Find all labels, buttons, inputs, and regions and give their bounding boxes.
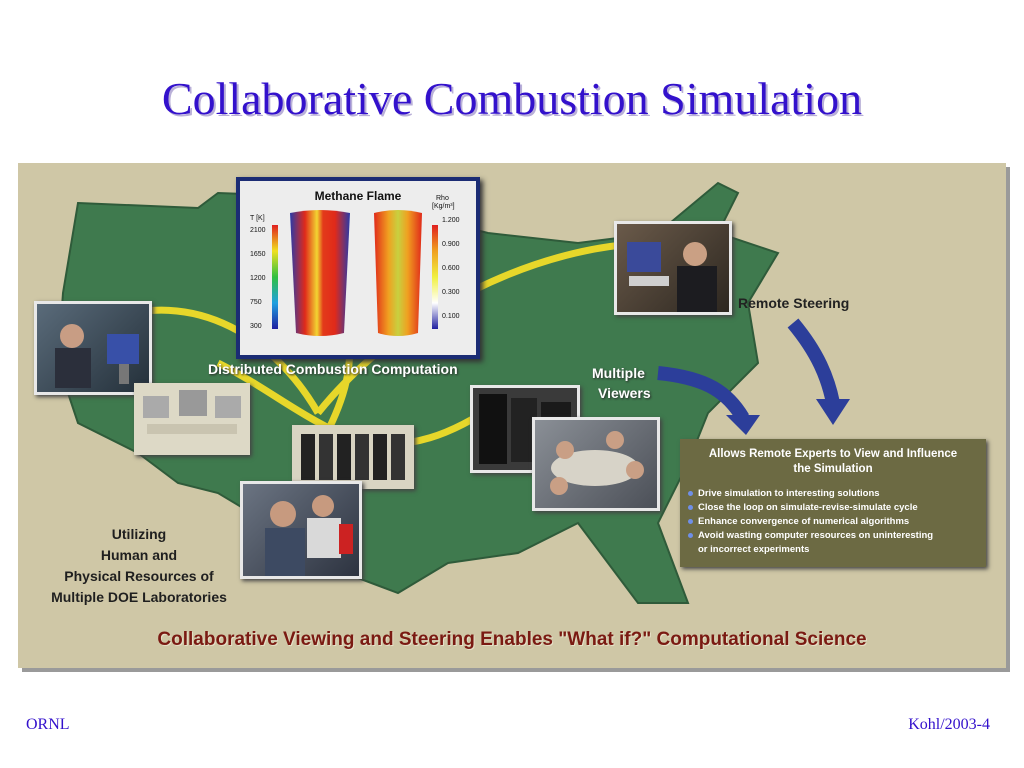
info-bullet-continuation: or incorrect experiments xyxy=(688,543,933,557)
flame-chart-title: Methane Flame xyxy=(314,189,402,203)
utilizing-line: Physical Resources of xyxy=(64,568,214,584)
utilizing-resources-text: Utilizing Human and Physical Resources o… xyxy=(32,524,246,608)
bullet-dot-icon xyxy=(688,533,693,538)
bullet-dot-icon xyxy=(688,491,693,496)
utilizing-line: Human and xyxy=(100,547,178,563)
flame-left-tick: 1200 xyxy=(250,275,266,282)
flame-right-axis-label: Rho xyxy=(436,195,449,202)
info-title-line: Allows Remote Experts to View and Influe… xyxy=(708,448,958,460)
bullet-dot-icon xyxy=(688,519,693,524)
photo-workstations xyxy=(134,383,250,455)
photo-supercomputer-racks xyxy=(292,425,414,489)
footer-left: ORNL xyxy=(26,716,70,733)
flame-left-tick: 1650 xyxy=(250,251,266,258)
flame-density-plot xyxy=(374,210,422,336)
info-bullet: Drive simulation to interesting solution… xyxy=(688,487,933,501)
arrow-multiple-viewers xyxy=(657,366,750,422)
info-bullet-text: Close the loop on simulate-revise-simula… xyxy=(698,502,918,513)
info-box-title: Allows Remote Experts to View and Influe… xyxy=(680,447,986,477)
arrow-head-steering xyxy=(816,399,850,425)
density-colorbar xyxy=(432,225,438,329)
photo-meeting-viewers xyxy=(532,417,660,511)
methane-flame-panel: Methane Flame T [K] 2100 1650 1200 750 3… xyxy=(236,177,480,359)
utilizing-line: Utilizing xyxy=(111,526,167,542)
info-bullet-text: Drive simulation to interesting solution… xyxy=(698,488,880,499)
info-bullet: Enhance convergence of numerical algorit… xyxy=(688,515,933,529)
temperature-colorbar xyxy=(272,225,278,329)
remote-experts-info-box: Allows Remote Experts to View and Influe… xyxy=(680,439,986,567)
info-bullet-text: Enhance convergence of numerical algorit… xyxy=(698,516,910,527)
remote-steering-label: Remote Steering xyxy=(738,295,850,311)
flame-right-tick: 0.100 xyxy=(442,313,460,320)
info-bullet: Close the loop on simulate-revise-simula… xyxy=(688,501,933,515)
distributed-computation-label: Distributed Combustion Computation xyxy=(208,361,458,377)
photo-woman-at-computer xyxy=(34,301,152,395)
info-bullet-text: or incorrect experiments xyxy=(698,544,810,555)
flame-temperature-plot xyxy=(290,210,350,336)
info-bullet-text: Avoid wasting computer resources on unin… xyxy=(698,530,934,541)
footer-right: Kohl/2003-4 xyxy=(908,716,990,733)
slide-title: Collaborative Combustion Simulation xyxy=(161,73,863,124)
info-bullet-list: Drive simulation to interesting solution… xyxy=(688,487,933,557)
photo-two-researchers xyxy=(240,481,362,579)
flame-left-axis-label: T [K] xyxy=(250,215,265,222)
flame-right-tick: 0.900 xyxy=(442,241,460,248)
flame-left-tick: 750 xyxy=(250,299,262,306)
flame-right-tick: 0.300 xyxy=(442,289,460,296)
arrow-head-viewers xyxy=(726,415,760,435)
bullet-dot-icon xyxy=(688,505,693,510)
poster-caption: Collaborative Viewing and Steering Enabl… xyxy=(157,629,867,650)
multiple-viewers-label-line2: Viewers xyxy=(598,385,651,401)
info-title-line: the Simulation xyxy=(793,463,873,475)
flame-left-tick: 300 xyxy=(250,323,262,330)
poster-graphic: Methane Flame T [K] 2100 1650 1200 750 3… xyxy=(18,163,1006,668)
flame-left-tick: 2100 xyxy=(250,227,266,234)
flame-right-tick: 1.200 xyxy=(442,217,460,224)
multiple-viewers-label-line1: Multiple xyxy=(592,365,645,381)
flame-right-axis-unit: [Kg/m³] xyxy=(432,203,455,210)
flame-right-tick: 0.600 xyxy=(442,265,460,272)
arrow-remote-steering xyxy=(787,318,840,405)
photo-man-at-desk xyxy=(614,221,732,315)
utilizing-line: Multiple DOE Laboratories xyxy=(51,589,227,605)
info-bullet: Avoid wasting computer resources on unin… xyxy=(688,529,933,543)
